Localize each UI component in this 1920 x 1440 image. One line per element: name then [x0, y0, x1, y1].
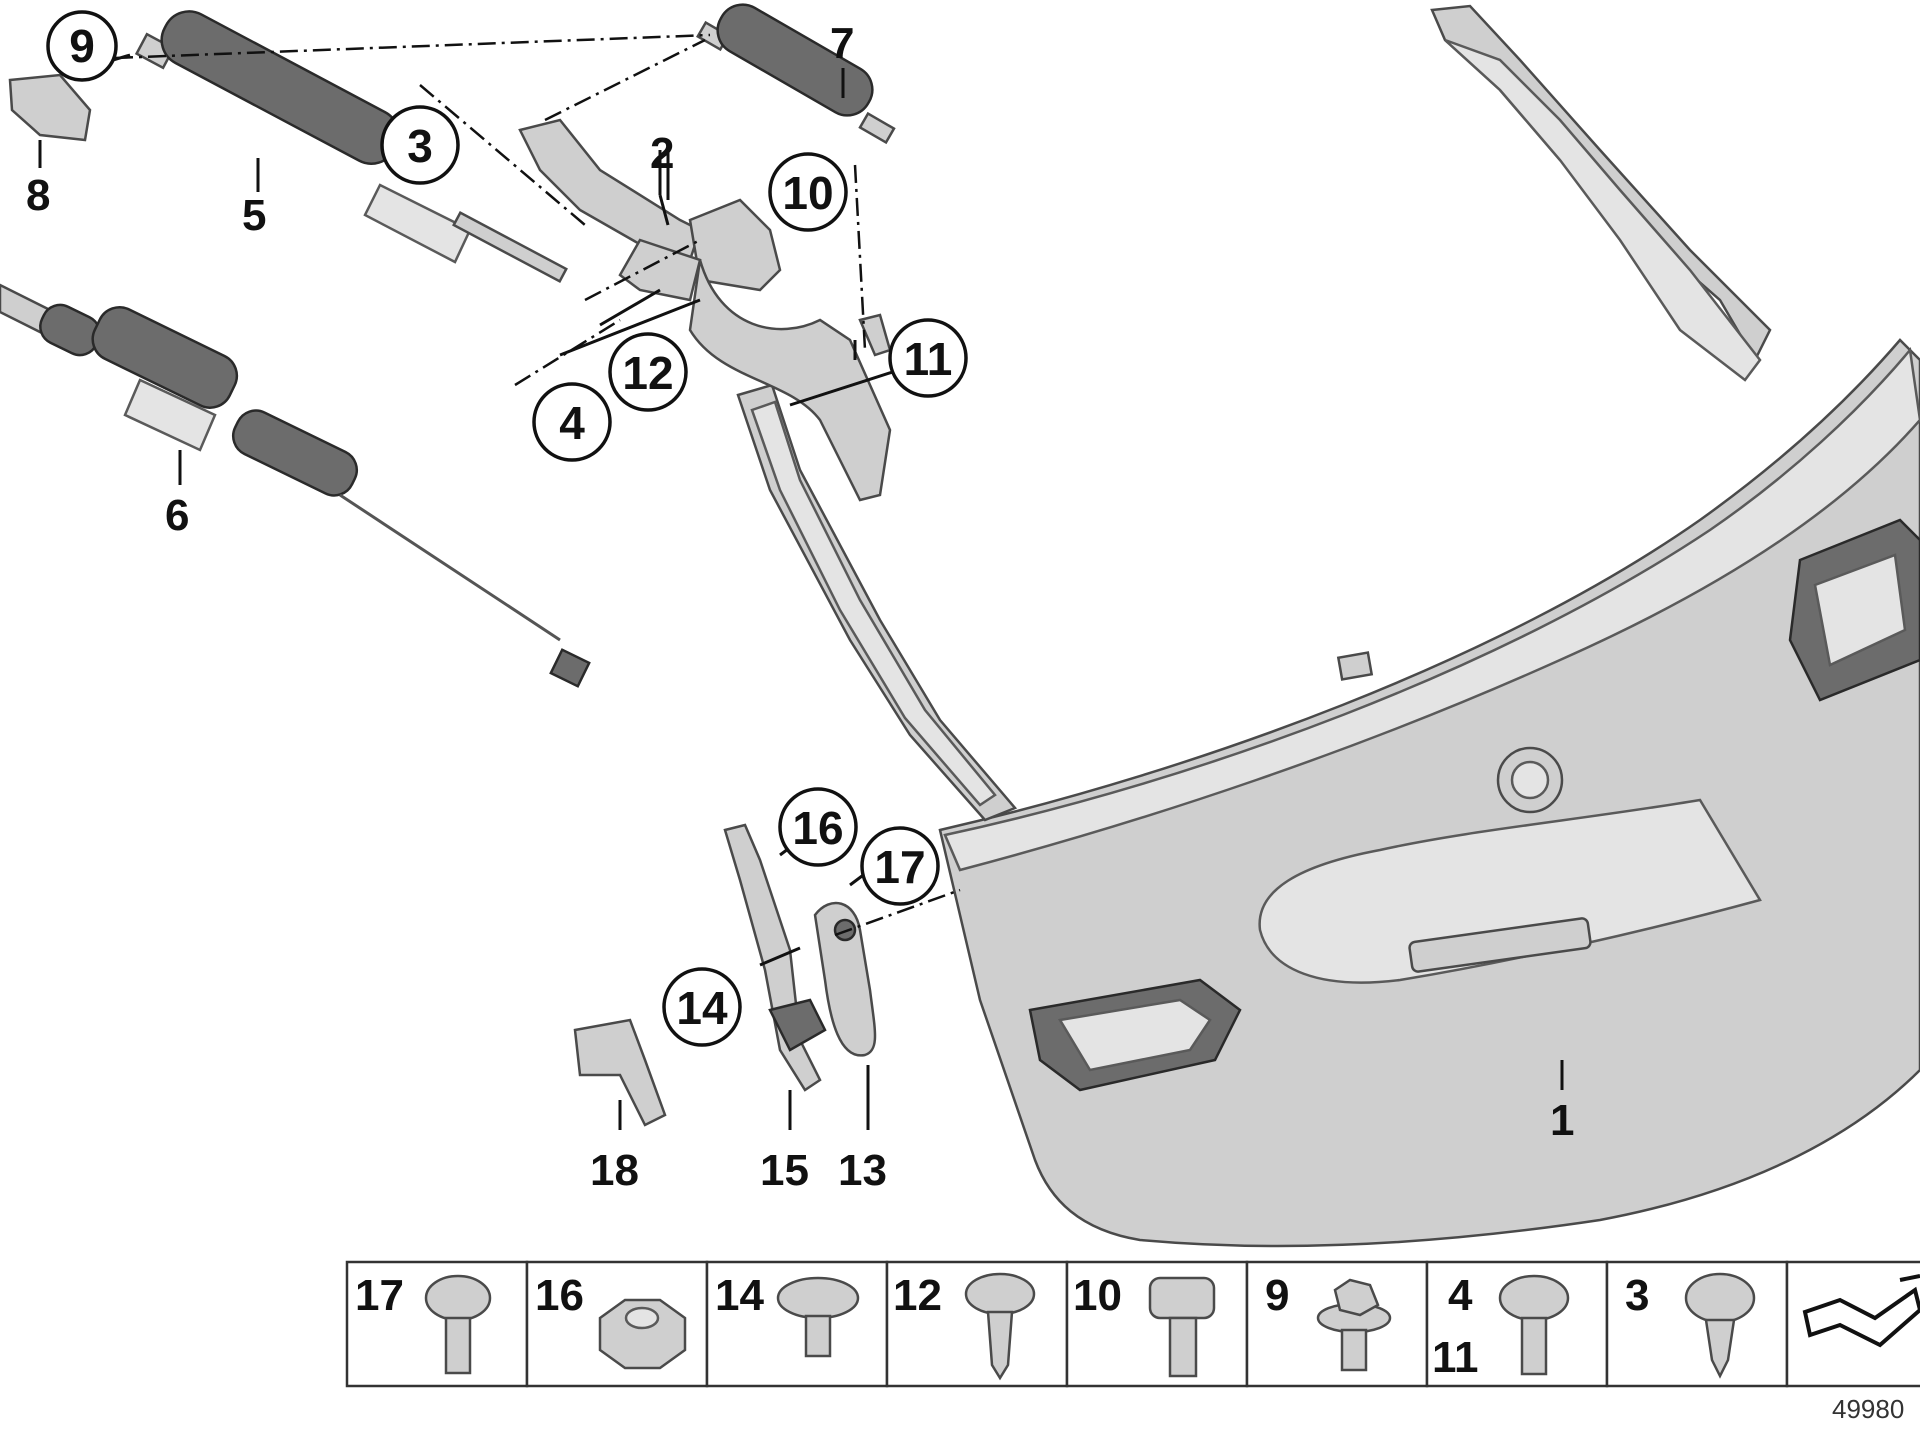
- spindle-drive-6: [0, 283, 591, 688]
- table-label-10: 10: [1073, 1271, 1122, 1320]
- callout-4: 4: [532, 382, 612, 462]
- table-label-11: 11: [1432, 1333, 1479, 1382]
- svg-text:17: 17: [874, 841, 925, 893]
- table-label-4: 4: [1448, 1271, 1473, 1320]
- bolt-round-head-icon: [424, 1274, 492, 1375]
- svg-text:11: 11: [904, 333, 953, 385]
- callout-9: 9: [46, 10, 118, 82]
- hex-flange-bolt-icon: [1316, 1278, 1392, 1372]
- torx-bolt-icon: [1148, 1276, 1216, 1378]
- table-label-12: 12: [893, 1271, 942, 1320]
- callout-17: 17: [860, 826, 940, 906]
- label-7: 7: [830, 19, 854, 68]
- reference-number: 49980: [1832, 1394, 1904, 1424]
- hinge-assembly: [518, 118, 892, 502]
- round-head-screw-icon: [964, 1272, 1036, 1381]
- callout-11: 11: [888, 318, 968, 398]
- round-head-screw-icon: [1498, 1274, 1570, 1376]
- hex-nut-icon: [598, 1298, 687, 1370]
- fastener-table: 17 16 14 12 10 9: [345, 1260, 1920, 1388]
- label-8: 8: [26, 171, 50, 220]
- svg-text:9: 9: [69, 20, 95, 72]
- svg-text:14: 14: [676, 982, 728, 1034]
- label-2: 2: [650, 129, 674, 178]
- table-label-3: 3: [1625, 1271, 1649, 1320]
- label-5: 5: [242, 191, 266, 240]
- table-label-16: 16: [535, 1271, 584, 1320]
- bracket-8: [8, 73, 92, 142]
- gas-strut-5: [134, 10, 568, 284]
- table-label-9: 9: [1265, 1271, 1289, 1320]
- hinge-arm: [736, 383, 1018, 822]
- latch-assembly: [573, 823, 877, 1127]
- callout-14: 14: [662, 967, 742, 1047]
- callout-12: 12: [608, 332, 688, 412]
- svg-text:4: 4: [559, 397, 585, 449]
- tailgate-panel: [938, 4, 1920, 1248]
- callout-10: 10: [768, 152, 848, 232]
- gas-strut-7: [696, 3, 896, 145]
- label-13: 13: [838, 1146, 887, 1195]
- label-15: 15: [760, 1146, 809, 1195]
- wide-head-screw-icon: [776, 1276, 860, 1358]
- label-1: 1: [1550, 1096, 1574, 1145]
- label-18: 18: [590, 1146, 639, 1195]
- table-label-17: 17: [355, 1271, 404, 1320]
- svg-text:3: 3: [407, 120, 433, 172]
- label-6: 6: [165, 491, 189, 540]
- svg-text:10: 10: [782, 167, 833, 219]
- orientation-arrow-icon: [1802, 1274, 1920, 1348]
- callout-16: 16: [778, 787, 858, 867]
- table-label-14: 14: [715, 1271, 764, 1320]
- svg-text:16: 16: [792, 802, 843, 854]
- callout-3: 3: [380, 105, 460, 185]
- svg-text:12: 12: [622, 347, 673, 399]
- tapping-screw-icon: [1684, 1272, 1756, 1379]
